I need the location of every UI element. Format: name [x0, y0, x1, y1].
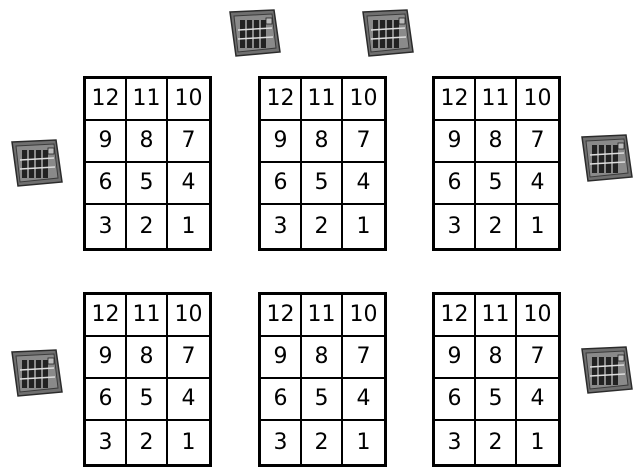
grid-cell: 5	[302, 163, 343, 205]
grid-cell: 3	[86, 421, 127, 464]
grid-cell: 9	[435, 337, 476, 379]
grid-cell: 10	[343, 79, 384, 121]
grid-cell: 9	[261, 121, 302, 163]
grid-cell: 7	[168, 337, 209, 379]
grid-cell: 12	[261, 79, 302, 121]
grid-cell: 8	[127, 337, 168, 379]
grid-cell: 11	[476, 295, 517, 337]
grid-cell: 6	[86, 163, 127, 205]
grid-cell: 1	[168, 205, 209, 248]
grid-cell: 2	[127, 205, 168, 248]
grid-cell: 5	[302, 379, 343, 421]
grid-cell: 7	[343, 337, 384, 379]
device-icon	[8, 348, 64, 398]
grid-cell: 4	[168, 163, 209, 205]
grid-cell: 1	[168, 421, 209, 464]
grid-cell: 10	[517, 79, 558, 121]
grid-cell: 3	[86, 205, 127, 248]
grid-cell: 4	[517, 163, 558, 205]
grid-cell: 11	[127, 79, 168, 121]
grid-cell: 10	[168, 295, 209, 337]
grid-cell: 11	[127, 295, 168, 337]
grid-cell: 8	[302, 121, 343, 163]
grid-cell: 12	[435, 295, 476, 337]
grid-cell: 3	[435, 421, 476, 464]
grid-cell: 4	[168, 379, 209, 421]
grid-cell: 1	[343, 205, 384, 248]
grid-cell: 12	[86, 295, 127, 337]
grid-cell: 7	[343, 121, 384, 163]
grid-cell: 10	[343, 295, 384, 337]
grid-cell: 1	[517, 421, 558, 464]
device-icon	[578, 133, 634, 183]
grid-cell: 3	[261, 205, 302, 248]
grid-cell: 12	[86, 79, 127, 121]
grid-cell: 8	[302, 337, 343, 379]
grid-cell: 9	[86, 337, 127, 379]
grid-cell: 2	[476, 421, 517, 464]
device-icon	[578, 345, 634, 395]
grid-cell: 10	[168, 79, 209, 121]
grid-cell: 1	[343, 421, 384, 464]
grid-cell: 12	[435, 79, 476, 121]
grid-cell: 5	[476, 163, 517, 205]
grid-cell: 7	[168, 121, 209, 163]
grid-cell: 9	[435, 121, 476, 163]
grid-cell: 6	[435, 163, 476, 205]
grid-cell: 4	[517, 379, 558, 421]
grid-cell: 2	[302, 205, 343, 248]
grid-cell: 7	[517, 337, 558, 379]
grid-cell: 4	[343, 163, 384, 205]
grid-cell: 7	[517, 121, 558, 163]
grid-cell: 4	[343, 379, 384, 421]
grid-cell: 6	[435, 379, 476, 421]
grid-cell: 6	[86, 379, 127, 421]
grid-cell: 8	[476, 337, 517, 379]
grid-cell: 8	[127, 121, 168, 163]
grid-cell: 3	[435, 205, 476, 248]
grid-cell: 2	[302, 421, 343, 464]
grid-cell: 3	[261, 421, 302, 464]
grid-cell: 5	[127, 379, 168, 421]
grid-cell: 11	[476, 79, 517, 121]
grid-cell: 6	[261, 379, 302, 421]
grid-cell: 8	[476, 121, 517, 163]
grid-cell: 11	[302, 295, 343, 337]
grid-cell: 5	[476, 379, 517, 421]
device-icon	[359, 8, 415, 58]
grid-cell: 6	[261, 163, 302, 205]
grid-cell: 10	[517, 295, 558, 337]
grid-cell: 9	[86, 121, 127, 163]
grid-cell: 9	[261, 337, 302, 379]
grid-cell: 5	[127, 163, 168, 205]
grid-cell: 11	[302, 79, 343, 121]
device-icon	[8, 138, 64, 188]
device-icon	[226, 8, 282, 58]
grid-cell: 2	[476, 205, 517, 248]
grid-cell: 1	[517, 205, 558, 248]
grid-cell: 12	[261, 295, 302, 337]
grid-cell: 2	[127, 421, 168, 464]
